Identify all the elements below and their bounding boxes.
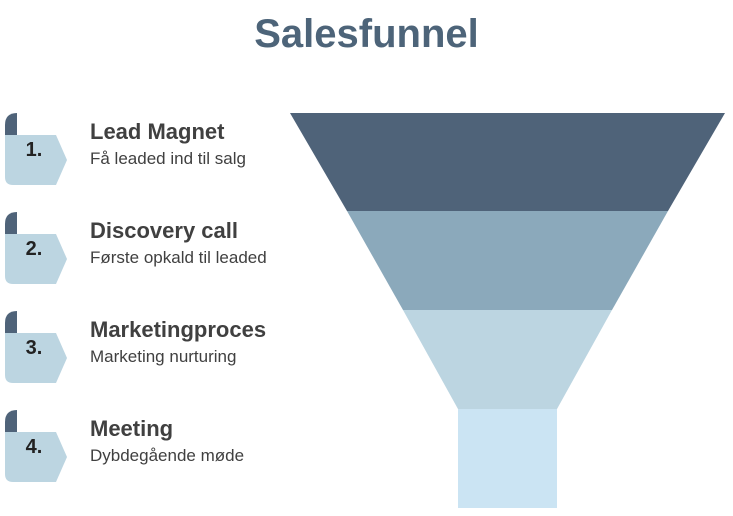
funnel-layer-4 [458, 409, 557, 508]
step-description: Marketing nurturing [90, 347, 237, 366]
step-4: 4. Meeting Dybdegående møde [0, 402, 300, 482]
step-badge-icon [5, 410, 67, 482]
step-3: 3. Marketingproces Marketing nurturing [0, 303, 300, 383]
step-heading: Marketingproces [90, 317, 267, 342]
step-description: Få leaded ind til salg [90, 149, 246, 168]
funnel-layer-1 [290, 113, 725, 211]
step-description: Første opkald til leaded [90, 248, 267, 267]
step-number: 4. [25, 436, 43, 458]
step-badge-icon [5, 212, 67, 284]
step-number: 2. [25, 238, 43, 260]
step-heading: Meeting [90, 416, 174, 441]
step-badge-icon [5, 311, 67, 383]
step-1: 1. Lead Magnet Få leaded ind til salg [0, 105, 300, 185]
step-badge-icon [5, 113, 67, 185]
funnel-layer-2 [347, 211, 668, 310]
step-description: Dybdegående møde [90, 446, 245, 465]
step-2: 2. Discovery call Første opkald til lead… [0, 204, 300, 284]
funnel-layer-3 [403, 310, 612, 409]
page-title: Salesfunnel [254, 12, 479, 56]
step-heading: Discovery call [90, 218, 238, 243]
step-heading: Lead Magnet [90, 119, 225, 144]
step-number: 3. [25, 337, 43, 359]
step-number: 1. [25, 139, 43, 161]
